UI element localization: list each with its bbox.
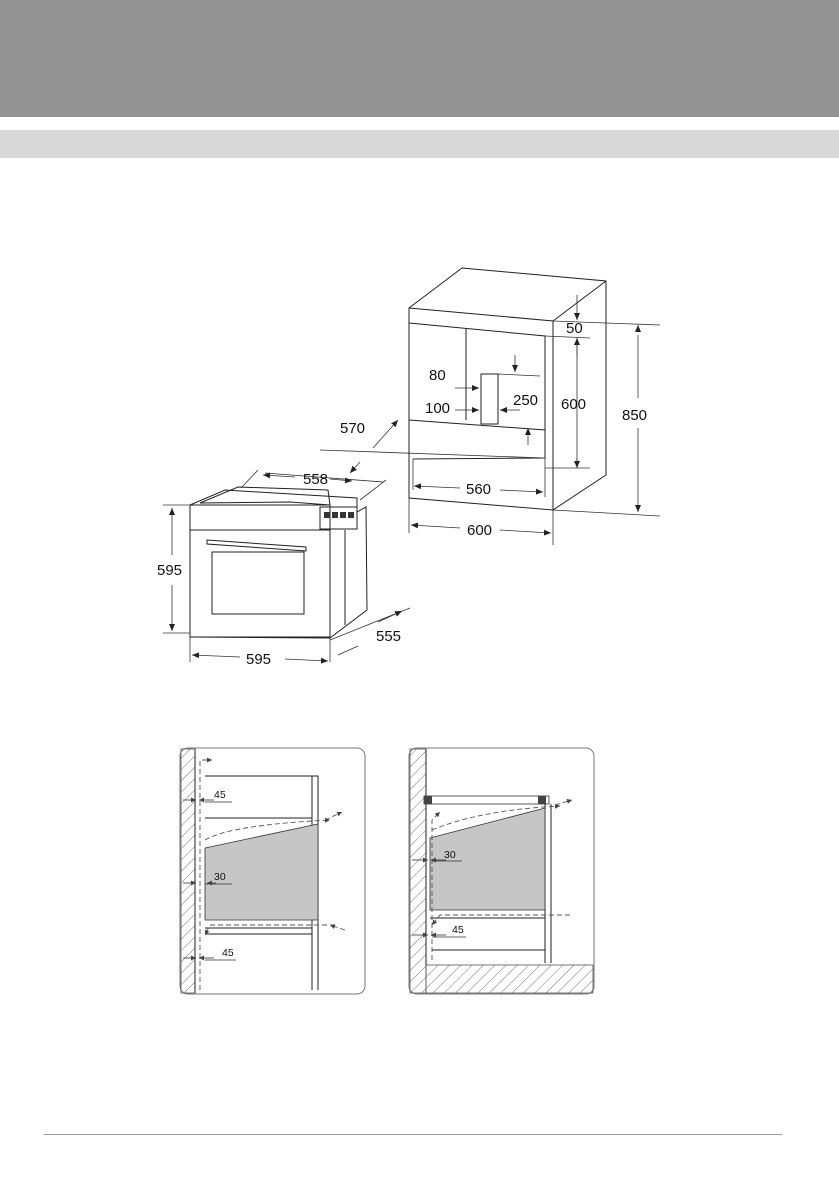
oven-handle [206,539,307,552]
clearance-mid-left: 30 [214,871,226,883]
opening-floor [408,419,546,460]
dim-top-gap: 50 [566,320,583,337]
clearance-bottom-left: 45 [222,947,234,959]
ventilation-diagram-left: 45 30 45 [179,747,366,995]
dim-cabinet-height: 850 [622,407,647,424]
cabinet-outline [408,267,607,511]
ventilation-diagram-right: 30 45 [408,747,595,995]
opening-frame [408,322,546,458]
cabinet-top-edge [552,280,607,322]
oven-top-box [199,486,331,506]
subheader-band [0,130,839,158]
oven-window [211,551,305,615]
dim-vent-offset: 100 [425,400,450,417]
clearance-top-left: 45 [214,789,226,801]
cabinet-diagram: 50 600 850 80 100 250 570 560 [319,267,661,545]
dim-oven-width: 595 [246,651,271,668]
dim-cabinet-width: 600 [467,522,492,539]
dim-vent-width: 80 [429,367,446,384]
dim-oven-top-width: 558 [303,471,328,488]
header-band [0,0,839,117]
oven-block-left [204,823,319,921]
footer-rule [44,1134,782,1135]
dim-oven-height: 595 [157,562,182,579]
oven-block-right [429,807,546,911]
oven-front-panel [189,504,331,638]
dim-depth: 570 [340,420,365,437]
vent-slot [480,373,499,425]
clearance-mid-right: 30 [444,849,456,861]
dim-vent-height: 250 [513,392,538,409]
oven-vent-block [319,506,358,530]
clearance-bottom-right: 45 [452,924,464,936]
dim-opening-height: 600 [561,396,586,413]
dim-opening-width: 560 [466,481,491,498]
dim-oven-depth: 555 [376,628,401,645]
oven-diagram: 558 595 595 555 [157,469,411,668]
